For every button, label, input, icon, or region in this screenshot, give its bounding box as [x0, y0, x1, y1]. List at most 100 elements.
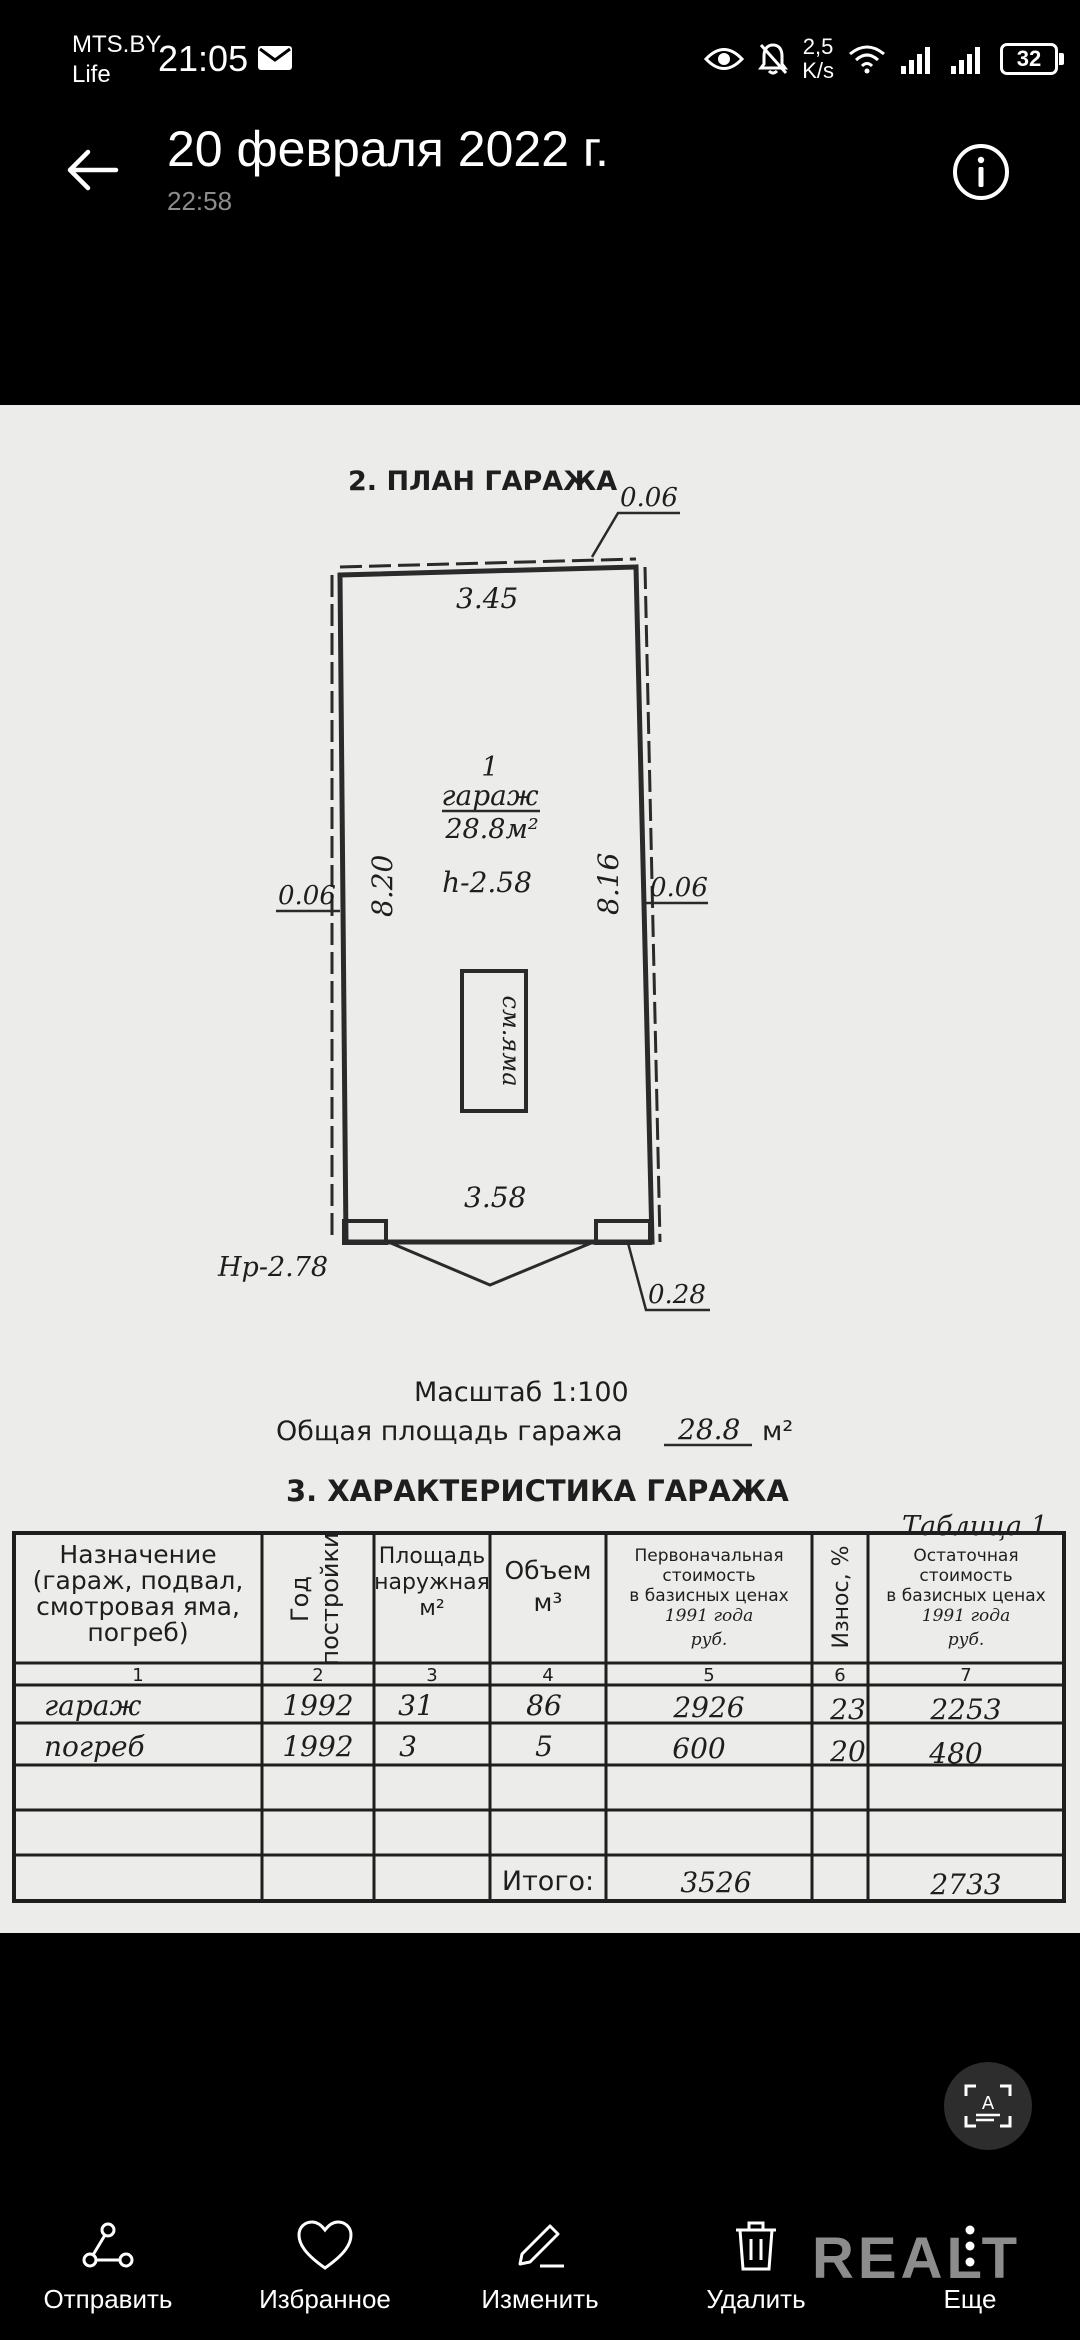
total-area-unit: м² — [762, 1416, 793, 1447]
table-total-initial: 3526 — [680, 1866, 751, 1899]
send-label: Отправить — [43, 2284, 173, 2314]
table-cell: 3 — [399, 1730, 417, 1763]
floor-plan-drawing: 2. ПЛАН ГАРАЖА 0.06 3.45 1 гараж 28.8м² … — [12, 466, 1066, 1903]
col1-header-line4: погреб) — [87, 1618, 188, 1647]
room-number: 1 — [481, 752, 498, 783]
col6-header: Износ, % — [829, 1546, 854, 1649]
table-cell: 600 — [672, 1732, 725, 1765]
watermark-logo: REALT — [812, 2226, 1022, 2291]
total-area-label: Общая площадь гаража — [276, 1416, 623, 1447]
document-image[interactable]: 2. ПЛАН ГАРАЖА 0.06 3.45 1 гараж 28.8м² … — [0, 405, 1080, 1933]
col-number: 7 — [960, 1665, 971, 1686]
room-height: h-2.58 — [442, 866, 532, 899]
col4-header-line1: Объем — [505, 1556, 592, 1585]
status-bar: MTS.BY Life 21:05 2,5 K/s — [0, 0, 1080, 100]
battery-icon: 32 — [1000, 43, 1064, 75]
table-total-label: Итого: — [502, 1866, 594, 1897]
signal-icon — [901, 47, 930, 74]
col5-header-line3: в базисных ценах — [629, 1586, 788, 1606]
col3-header-line1: Площадь — [379, 1544, 485, 1569]
more-button[interactable]: Еще — [860, 2218, 1080, 2315]
info-icon[interactable] — [952, 143, 1010, 201]
table-cell: 1992 — [282, 1689, 353, 1722]
col7-header-line3: в базисных ценах — [886, 1586, 1045, 1606]
table-cell: 480 — [928, 1737, 982, 1770]
room-area: 28.8м² — [444, 814, 538, 845]
mute-icon — [758, 43, 789, 75]
col7-header-line1: Остаточная — [913, 1546, 1018, 1566]
dim-left: 8.20 — [366, 855, 399, 917]
status-icons: 2,5 K/s 32 — [704, 34, 1064, 84]
table-total-residual: 2733 — [929, 1868, 1001, 1901]
plan-title: 2. ПЛАН ГАРАЖА — [348, 466, 617, 497]
heart-icon — [297, 2220, 353, 2270]
dim-top: 3.45 — [456, 582, 518, 615]
scan-text-button[interactable]: A — [944, 2062, 1032, 2150]
signal-icon — [951, 47, 980, 74]
table-caption: Таблица 1 — [902, 1511, 1048, 1542]
height-mark: Нр-2.78 — [217, 1252, 328, 1283]
table-row: гараж 1992 31 86 2926 23 2253 — [44, 1689, 1002, 1726]
table-cell: 31 — [398, 1689, 434, 1722]
col5-header-line5: руб. — [691, 1630, 728, 1650]
share-icon — [82, 2222, 134, 2268]
edit-button[interactable]: Изменить — [430, 2218, 650, 2315]
table-cell: 5 — [535, 1730, 553, 1763]
col5-header-line1: Первоначальная — [634, 1546, 783, 1566]
trash-icon — [736, 2221, 776, 2271]
network-speed: 2,5 K/s — [802, 35, 834, 83]
total-area-value: 28.8 — [677, 1413, 740, 1446]
bottom-toolbar: Отправить Избранное Изменить Удалить Еще — [0, 2200, 1080, 2340]
col-number: 1 — [132, 1665, 143, 1686]
col-number: 5 — [703, 1665, 714, 1686]
edit-label: Изменить — [481, 2284, 599, 2314]
table-cell: гараж — [44, 1689, 141, 1722]
col1-header-line1: Назначение — [59, 1540, 216, 1569]
characteristics-table — [12, 1531, 1066, 1903]
carrier-line2: Life — [72, 61, 111, 88]
table-cell: 20 — [829, 1735, 866, 1768]
dim-left-wall: 0.06 — [278, 881, 336, 911]
col2-header-line2: постройки — [316, 1532, 344, 1665]
send-button[interactable]: Отправить — [0, 2218, 218, 2315]
eye-icon — [704, 48, 745, 70]
scale-label: Масштаб 1:100 — [414, 1377, 629, 1408]
delete-label: Удалить — [706, 2284, 806, 2314]
favorite-button[interactable]: Избранное — [215, 2218, 435, 2315]
col-number: 2 — [312, 1665, 323, 1686]
page-title: 20 февраля 2022 г. — [167, 121, 609, 177]
col2-header-line1: Год — [286, 1576, 314, 1622]
col-number: 4 — [542, 1665, 553, 1686]
more-dots-icon — [965, 2225, 975, 2267]
carrier-line1: MTS.BY — [72, 31, 162, 58]
col-number: 6 — [834, 1665, 845, 1686]
table-cell: 23 — [829, 1693, 866, 1726]
col7-header-line4: 1991 года — [922, 1606, 1010, 1626]
table-cell: 1992 — [282, 1730, 353, 1763]
carrier-name: MTS.BY Life — [72, 30, 161, 90]
svg-text:A: A — [982, 2093, 995, 2114]
pencil-icon — [518, 2224, 564, 2268]
room-name: гараж — [441, 779, 538, 812]
back-arrow-icon[interactable] — [64, 142, 120, 198]
col3-header-line2: наружная — [374, 1570, 490, 1595]
table-title: 3. ХАРАКТЕРИСТИКА ГАРАЖА — [286, 1474, 789, 1508]
text-scan-icon: A — [964, 2084, 1012, 2128]
col5-header-line4: 1991 года — [665, 1606, 753, 1626]
dim-bottom: 3.58 — [464, 1181, 526, 1214]
dim-right: 8.16 — [592, 853, 625, 915]
col7-header-line2: стоимость — [919, 1566, 1012, 1586]
dim-bottom-wall: 0.28 — [648, 1280, 706, 1310]
clock: 21:05 — [158, 38, 249, 79]
col1-header-line2: (гараж, подвал, — [33, 1566, 244, 1595]
mail-icon — [258, 46, 292, 70]
favorite-label: Избранное — [259, 2284, 391, 2314]
net-speed-value: 2,5 — [802, 34, 834, 59]
table-cell: 2253 — [929, 1693, 1001, 1726]
col1-header-line3: смотровая яма, — [36, 1592, 240, 1621]
page-subtitle: 22:58 — [167, 186, 233, 216]
col7-header-line5: руб. — [948, 1630, 985, 1650]
delete-button[interactable]: Удалить — [646, 2218, 866, 2315]
table-cell: погреб — [44, 1730, 146, 1763]
col4-header-line2: м³ — [534, 1588, 563, 1617]
